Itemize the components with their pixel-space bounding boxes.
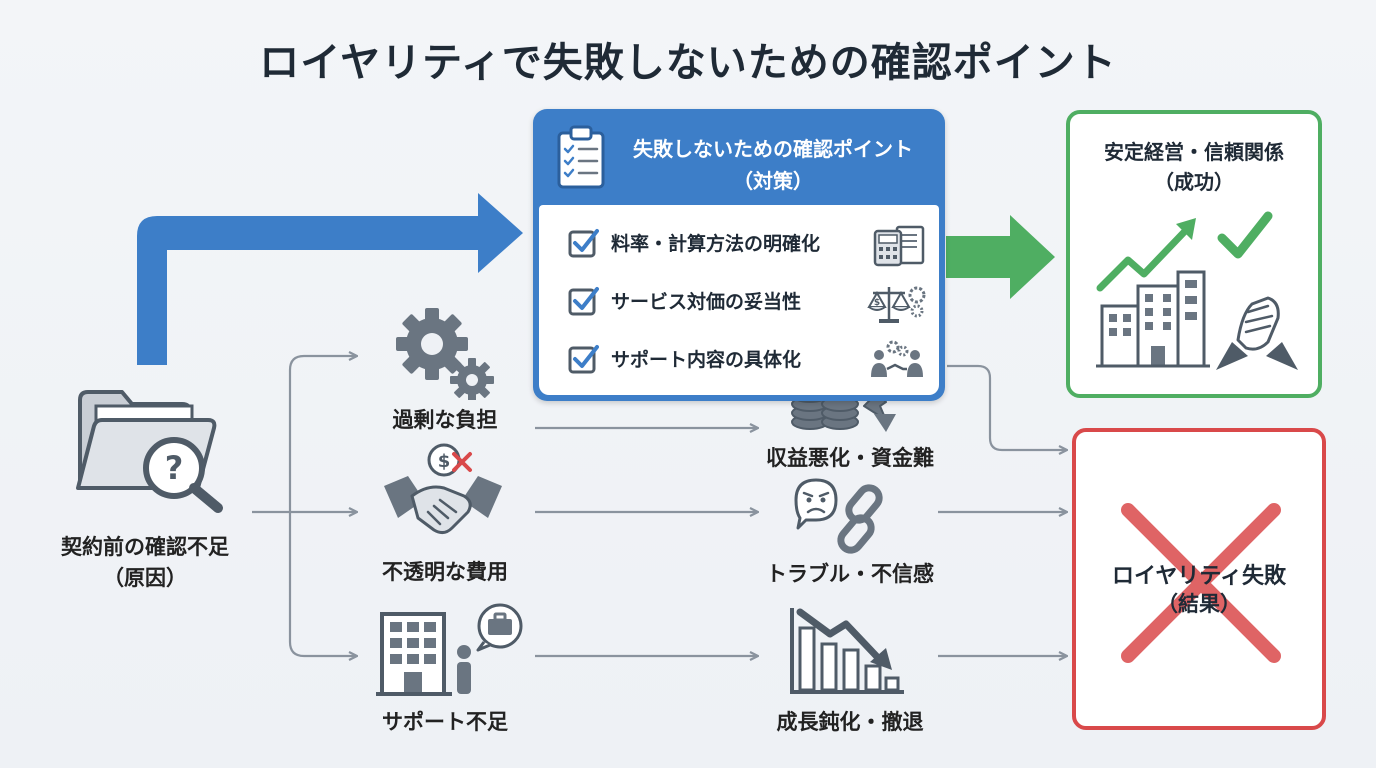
checkbox-checked-icon [568, 345, 599, 374]
success-title: 安定経営・信頼関係 [1104, 140, 1284, 164]
svg-text:?: ? [165, 449, 184, 487]
growth-handshake-check-icon [1096, 211, 1298, 370]
impact-label-revenue: 収益悪化・資金難 [766, 446, 934, 470]
cause-branch-lines [252, 356, 1066, 656]
cause-sublabel: （原因） [103, 566, 187, 590]
red-cross-icon [1121, 503, 1281, 663]
impact-label-decline: 成長鈍化・撤退 [776, 710, 924, 734]
scale-icon: $ [867, 286, 926, 323]
blue-main-arrow [137, 193, 523, 365]
impact-label-trouble: トラブル・不信感 [766, 562, 934, 586]
svg-text:$: $ [874, 298, 880, 308]
checklist-item-label: サポート内容の具体化 [611, 349, 802, 371]
checklist-item: サポート内容の具体化 [567, 339, 927, 379]
people-gears-icon [871, 340, 923, 377]
handshake-blocked-coin-icon: $ [384, 443, 502, 535]
problem-label-opaque-cost: 不透明な費用 [382, 560, 508, 584]
countermeasure-subtitle: （対策） [733, 169, 813, 193]
angry-broken-chain-icon [794, 478, 883, 554]
folder-search-icon: ? [76, 390, 223, 513]
checkbox-checked-icon [568, 287, 599, 316]
clipboard-checklist-icon [557, 125, 605, 189]
checkbox-checked-icon [568, 229, 599, 258]
problem-label-burden: 過剰な負担 [392, 408, 498, 432]
countermeasure-checklist: 料率・計算方法の明確化 サービス対価の妥当性 $ [539, 205, 939, 395]
checklist-item: 料率・計算方法の明確化 [567, 223, 927, 267]
page-title: ロイヤリティで失敗しないための確認ポイント [259, 40, 1117, 86]
failure-title: ロイヤリティ失敗 [1111, 564, 1287, 589]
checklist-item-label: 料率・計算方法の明確化 [611, 233, 821, 255]
declining-chart-icon [790, 608, 904, 694]
failure-panel: ロイヤリティ失敗 （結果） [1072, 428, 1326, 730]
svg-text:$: $ [438, 451, 451, 472]
building-person-icon [376, 603, 523, 696]
countermeasure-panel: 失敗しないための確認ポイント （対策） 料率・計算方法の明確化 サービス対価の妥 [533, 109, 945, 401]
calculator-document-icon [873, 225, 925, 267]
problem-label-lack-of-support: サポート不足 [382, 710, 508, 734]
success-subtitle: （成功） [1154, 170, 1234, 194]
cause-label: 契約前の確認不足 [61, 535, 229, 559]
countermeasure-title: 失敗しないための確認ポイント [633, 137, 913, 161]
countermeasure-header: 失敗しないための確認ポイント （対策） [533, 109, 945, 205]
checklist-item: サービス対価の妥当性 $ [567, 281, 927, 323]
checklist-item-label: サービス対価の妥当性 [611, 291, 802, 313]
success-panel: 安定経営・信頼関係 （成功） [1066, 110, 1322, 398]
green-success-arrow [946, 215, 1055, 299]
gears-icon [396, 308, 494, 400]
failure-subtitle: （結果） [1157, 592, 1241, 616]
